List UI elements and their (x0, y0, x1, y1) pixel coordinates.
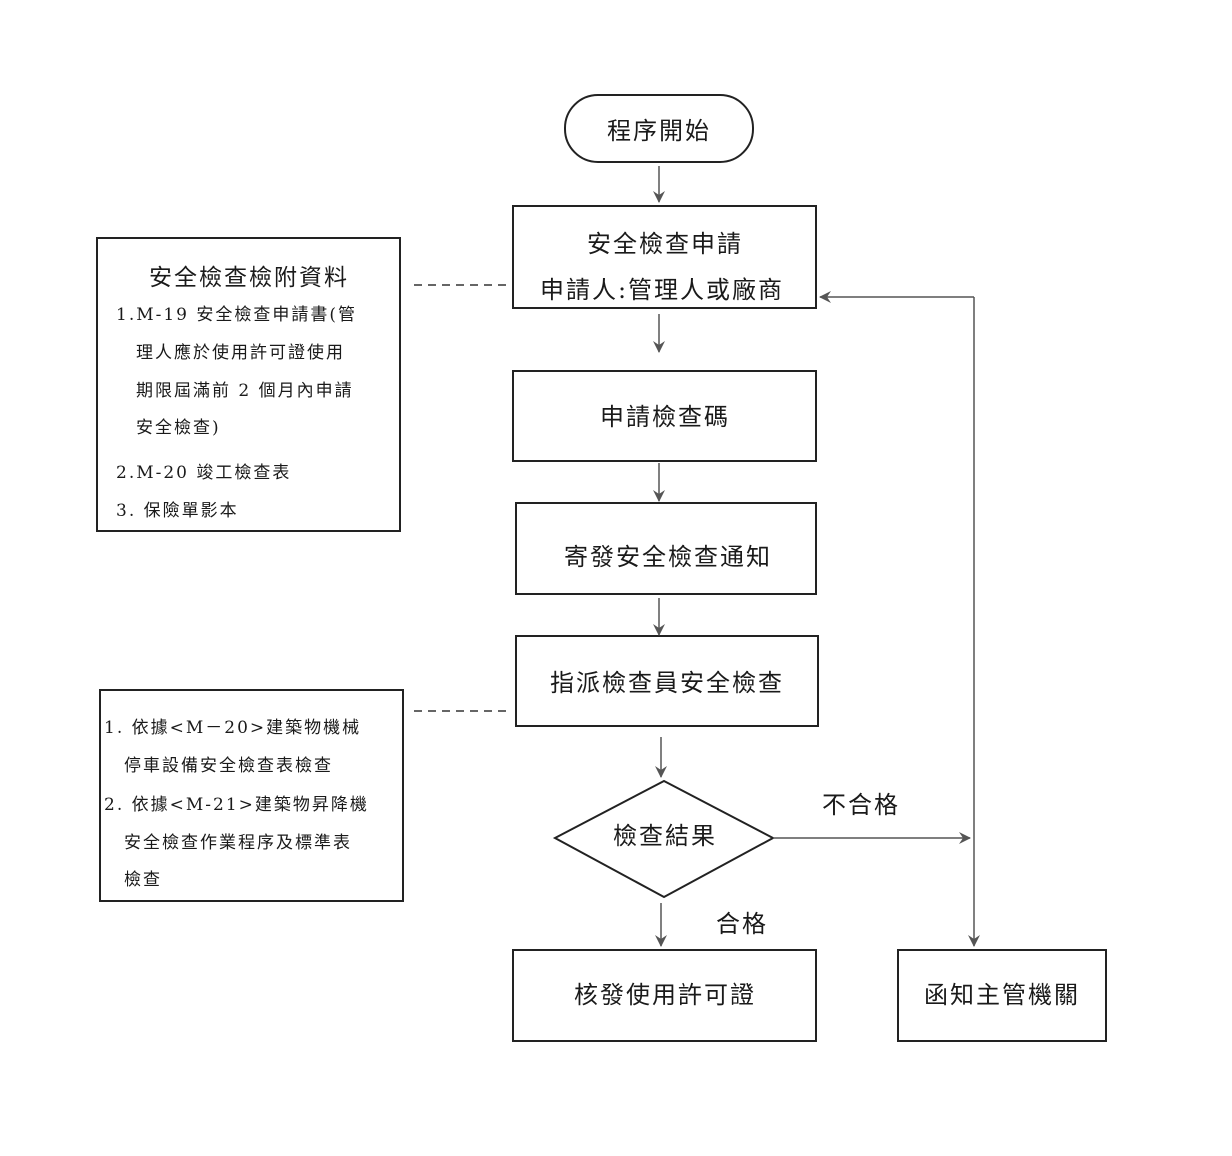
assign-label: 指派檢查員安全檢查 (550, 669, 784, 697)
issue-box (512, 949, 817, 1042)
attachments-box (96, 237, 401, 532)
attachments-line: 1.M-19 安全檢查申請書(管 (116, 305, 358, 325)
attachments-line: 理人應於使用許可證使用 (136, 343, 345, 363)
attachments-line: 安全檢查) (136, 418, 221, 438)
code-label: 申請檢查碼 (600, 403, 730, 431)
notify-label: 函知主管機關 (924, 981, 1080, 1009)
code-box (512, 370, 817, 462)
issue-label: 核發使用許可證 (574, 981, 756, 1009)
fail-label: 不合格 (822, 791, 900, 819)
notify-box (897, 949, 1107, 1042)
attachments-line: 3. 保險單影本 (116, 501, 239, 521)
notice-label: 寄發安全檢查通知 (564, 543, 772, 571)
apply-title: 安全檢查申請 (587, 230, 743, 258)
criteria-line: 1. 依據<M－20>建築物機械 (104, 718, 362, 738)
pass-label: 合格 (716, 910, 768, 938)
assign-box (515, 635, 819, 727)
criteria-line: 2. 依據<M-21>建築物昇降機 (104, 795, 369, 815)
apply-box (512, 205, 817, 309)
result-decision (552, 779, 776, 899)
attachments-line: 期限屆滿前 2 個月內申請 (136, 381, 354, 401)
criteria-line: 停車設備安全檢查表檢查 (124, 756, 333, 776)
start-label: 程序開始 (607, 117, 711, 145)
apply-applicant: 申請人:管理人或廠商 (539, 276, 785, 304)
criteria-line: 檢查 (124, 870, 162, 890)
result-label: 檢查結果 (613, 822, 717, 850)
attachments-line: 2.M-20 竣工檢查表 (116, 463, 292, 483)
criteria-line: 安全檢查作業程序及標準表 (124, 833, 352, 853)
start-terminator (564, 94, 754, 163)
criteria-box (99, 689, 404, 902)
attachments-title: 安全檢查檢附資料 (149, 265, 349, 291)
notice-box (515, 502, 817, 595)
